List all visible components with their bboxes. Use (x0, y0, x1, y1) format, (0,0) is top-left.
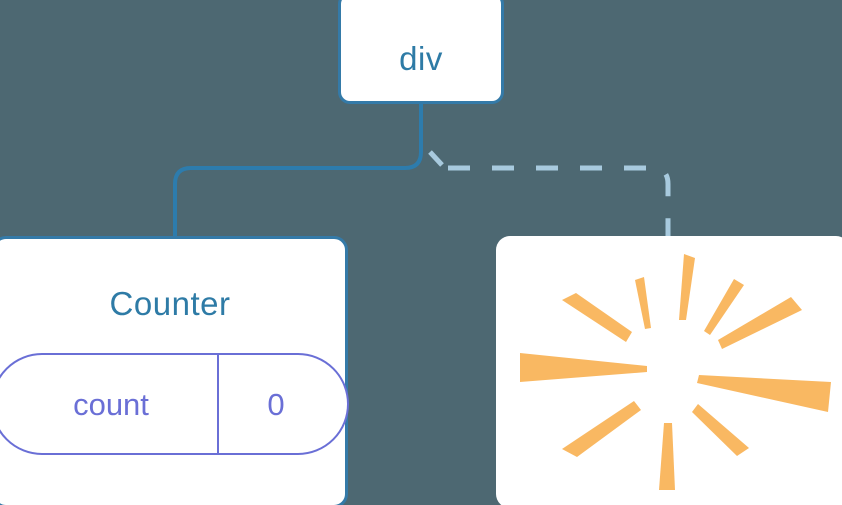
edge-div-to-counter (173, 101, 423, 238)
sparkle-burst-icon (520, 254, 831, 490)
tree-node-sparkle[interactable] (496, 236, 842, 505)
tree-node-counter-label: Counter (109, 285, 231, 322)
state-pill-count[interactable]: count 0 (0, 353, 349, 455)
tree-node-div[interactable]: div (338, 0, 504, 104)
state-pill-key: count (73, 386, 149, 422)
tree-node-counter[interactable]: Counter count 0 (0, 236, 349, 505)
state-pill-value: 0 (217, 355, 347, 453)
edge-div-to-sparkle (448, 165, 671, 238)
edge-dash-stub (428, 150, 444, 167)
tree-node-div-label: div (399, 40, 443, 77)
